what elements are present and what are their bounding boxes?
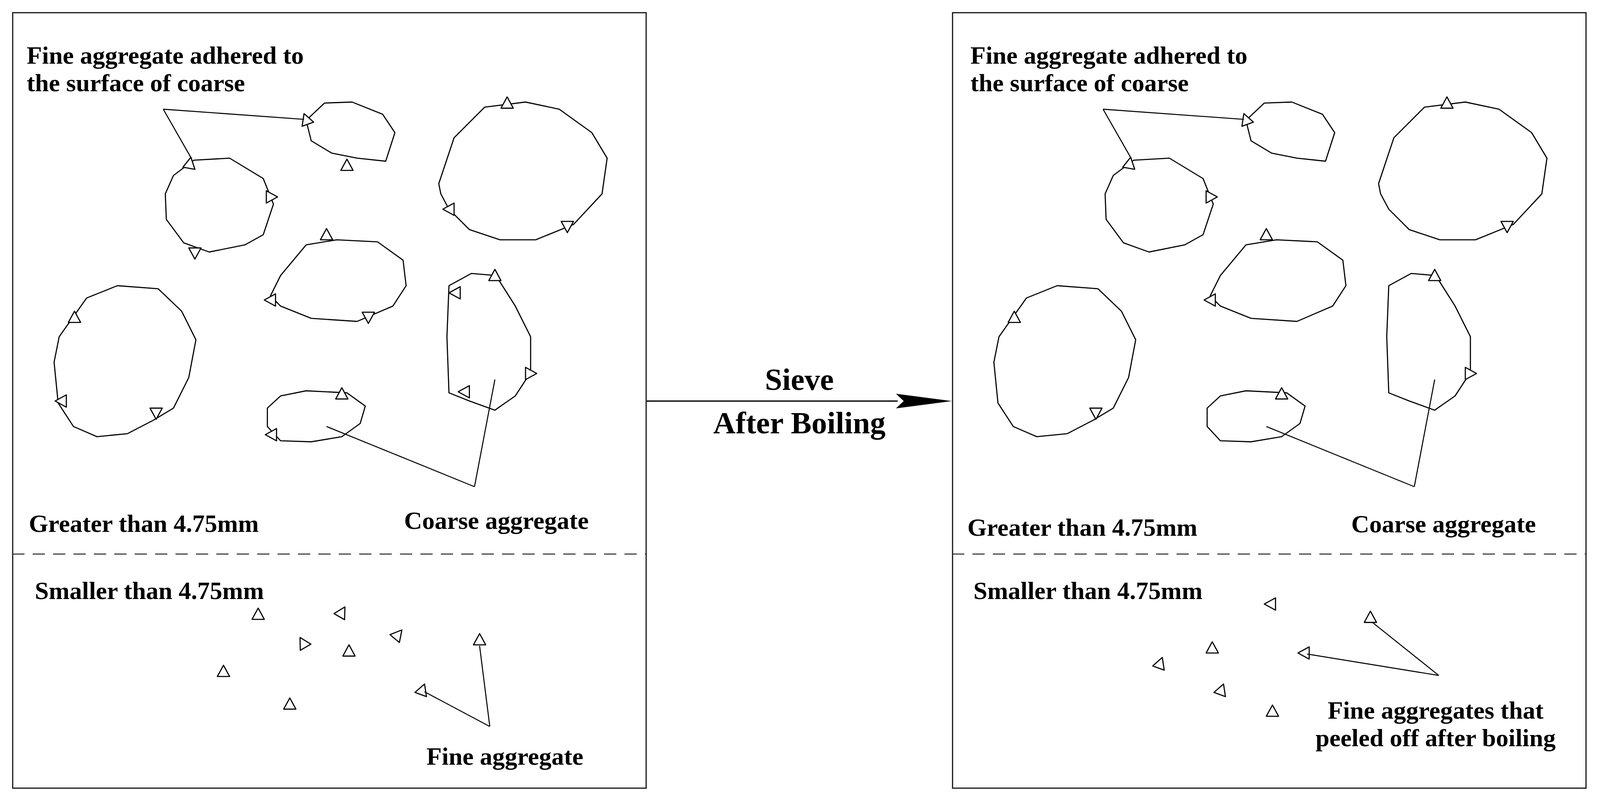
leader-lines <box>163 109 1439 727</box>
loose-fines-left <box>217 603 486 710</box>
text-holder: Fine aggregate adhered to the surface of… <box>26 41 324 97</box>
edge-note: After Boiling <box>711 406 888 441</box>
adhered-fines-right <box>1008 96 1514 420</box>
text-holder: Coarse aggregate <box>404 506 589 535</box>
panel-text: Coarse aggregate <box>1351 510 1536 538</box>
panel-text: Coarse aggregate <box>404 506 589 535</box>
text-holder: Greater than 4.75mm <box>967 513 1198 542</box>
text-holder: After Boiling <box>711 406 888 441</box>
panel-text: Fine aggregates that peeled off after bo… <box>1306 696 1565 752</box>
text-holder: Smaller than 4.75mm <box>973 577 1203 605</box>
edge-label: Sieve <box>763 362 836 397</box>
panel-text: Greater than 4.75mm <box>28 509 259 538</box>
text-holder: Sieve <box>763 362 836 397</box>
panel-text: Smaller than 4.75mm <box>34 577 264 605</box>
panel-text: Greater than 4.75mm <box>967 513 1198 542</box>
coarse-aggregate-left <box>54 101 608 442</box>
text-holder: Fine aggregate adhered to the surface of… <box>970 41 1268 97</box>
text-holder: Fine aggregates that peeled off after bo… <box>1306 696 1565 752</box>
text-holder: Coarse aggregate <box>1351 510 1536 538</box>
adhered-fines-left <box>55 96 574 441</box>
sample-panel: Fine aggregate adhered to the surface of… <box>951 12 1587 789</box>
sample-panel: Fine aggregate adhered to the surface of… <box>12 12 647 789</box>
panel-text: Fine aggregate adhered to the surface of… <box>970 41 1268 97</box>
panel-text: Smaller than 4.75mm <box>973 577 1203 605</box>
panel-text: Fine aggregate adhered to the surface of… <box>26 41 324 97</box>
text-holder: Greater than 4.75mm <box>28 509 259 538</box>
text-holder: Fine aggregate <box>426 742 584 771</box>
text-holder: Smaller than 4.75mm <box>34 577 264 605</box>
panel-text: Fine aggregate <box>426 742 584 771</box>
sieve-divider <box>12 553 1587 555</box>
coarse-aggregate-right <box>994 101 1548 442</box>
